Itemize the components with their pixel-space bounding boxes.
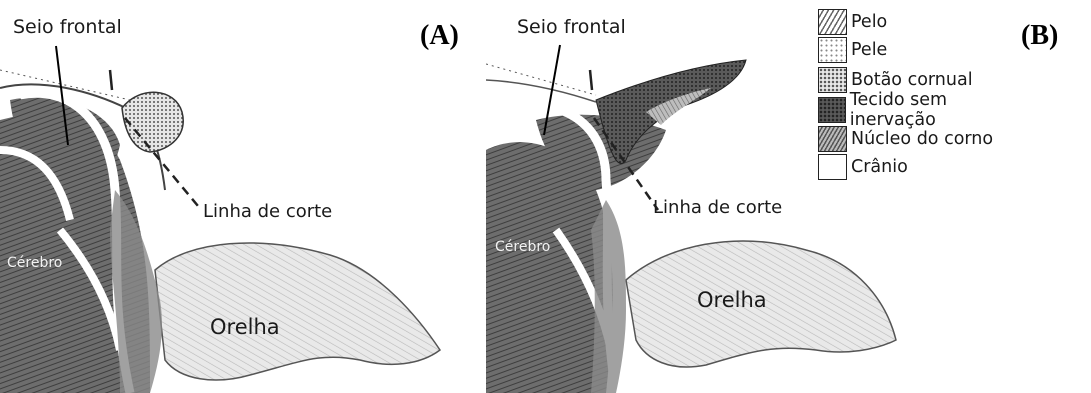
legend-item-botao: Botão cornual bbox=[818, 68, 973, 92]
sinus-label: Seio frontal bbox=[517, 16, 626, 38]
tissue-swatch bbox=[818, 97, 846, 123]
brain-label: Cérebro bbox=[7, 255, 62, 271]
ear-label: Orelha bbox=[697, 288, 767, 312]
ear-label: Orelha bbox=[210, 315, 280, 339]
brain-label: Cérebro bbox=[495, 239, 550, 255]
legend-item-pele: Pele bbox=[818, 38, 887, 62]
sinus-label: Seio frontal bbox=[13, 16, 122, 38]
legend-label: Pelo bbox=[851, 12, 887, 32]
skin-swatch bbox=[818, 37, 847, 63]
legend-label: Pele bbox=[851, 40, 887, 60]
hair-swatch bbox=[818, 9, 847, 35]
panel-a-letter: (A) bbox=[420, 20, 459, 52]
legend-label: Tecido sem inervação bbox=[850, 90, 1030, 130]
panel-a: Seio frontal Linha de corte Cérebro Orel… bbox=[0, 0, 480, 393]
skull-swatch bbox=[818, 154, 847, 180]
legend-label: Núcleo do corno bbox=[851, 129, 993, 149]
legend-item-nucleo: Núcleo do corno bbox=[818, 127, 993, 151]
horn-core-swatch bbox=[818, 126, 847, 152]
legend-item-cranio: Crânio bbox=[818, 155, 908, 179]
legend-item-tecido: Tecido sem inervação bbox=[818, 98, 1030, 122]
legend-label: Botão cornual bbox=[851, 70, 973, 90]
legend-item-pelo: Pelo bbox=[818, 10, 887, 34]
cut-line-label: Linha de corte bbox=[653, 197, 782, 218]
horn-bud-swatch bbox=[818, 67, 847, 93]
legend-label: Crânio bbox=[851, 157, 908, 177]
cut-line-label: Linha de corte bbox=[203, 201, 332, 222]
legend: Pelo Pele Botão cornual Tecido sem inerv… bbox=[808, 4, 1030, 202]
